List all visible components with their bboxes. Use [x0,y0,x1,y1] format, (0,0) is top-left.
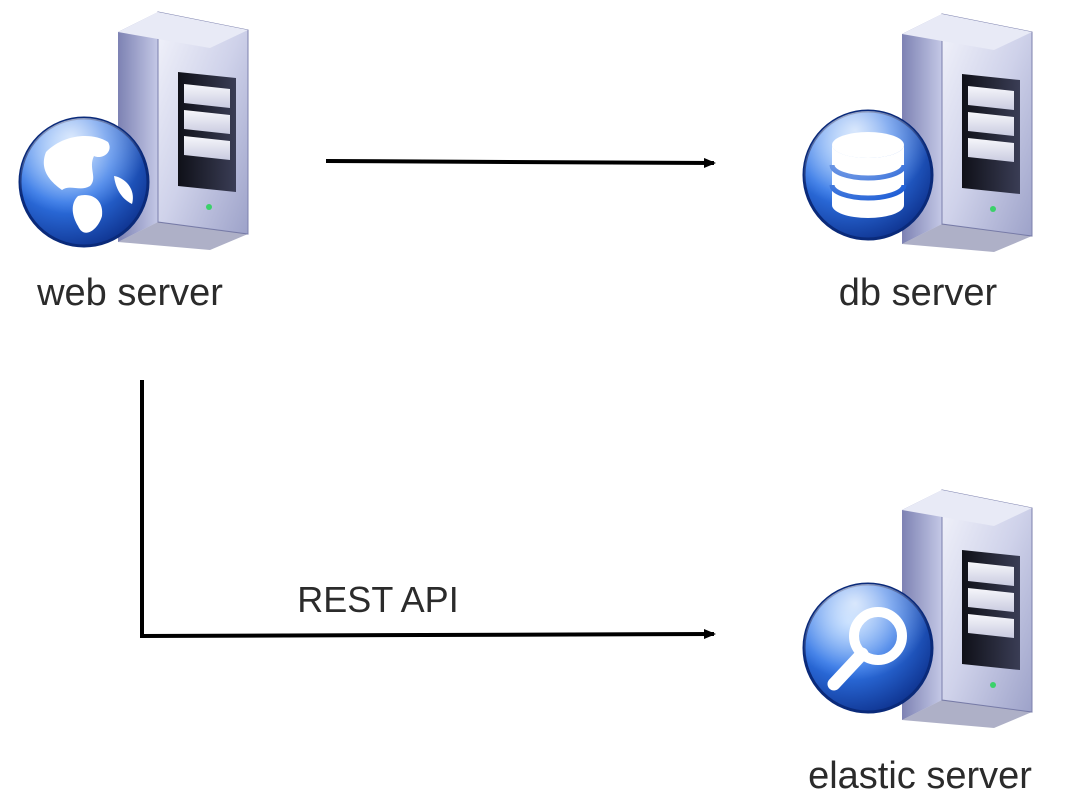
elastic-server-label: elastic server [808,755,1032,795]
globe-icon [18,116,150,248]
db-server-icon [901,13,1033,253]
web-server-node: web server [18,11,249,314]
db-server-node: db server [802,13,1033,314]
edge-web-to-db [325,157,716,168]
database-icon [802,109,934,241]
edge-web-to-elastic [140,380,716,640]
db-server-label: db server [839,272,998,314]
elastic-server-icon [901,489,1033,729]
magnifier-icon [802,582,934,714]
elastic-server-node: elastic server [802,489,1033,795]
edge-label-rest-api: REST API [297,579,458,620]
web-server-label: web server [36,272,223,314]
